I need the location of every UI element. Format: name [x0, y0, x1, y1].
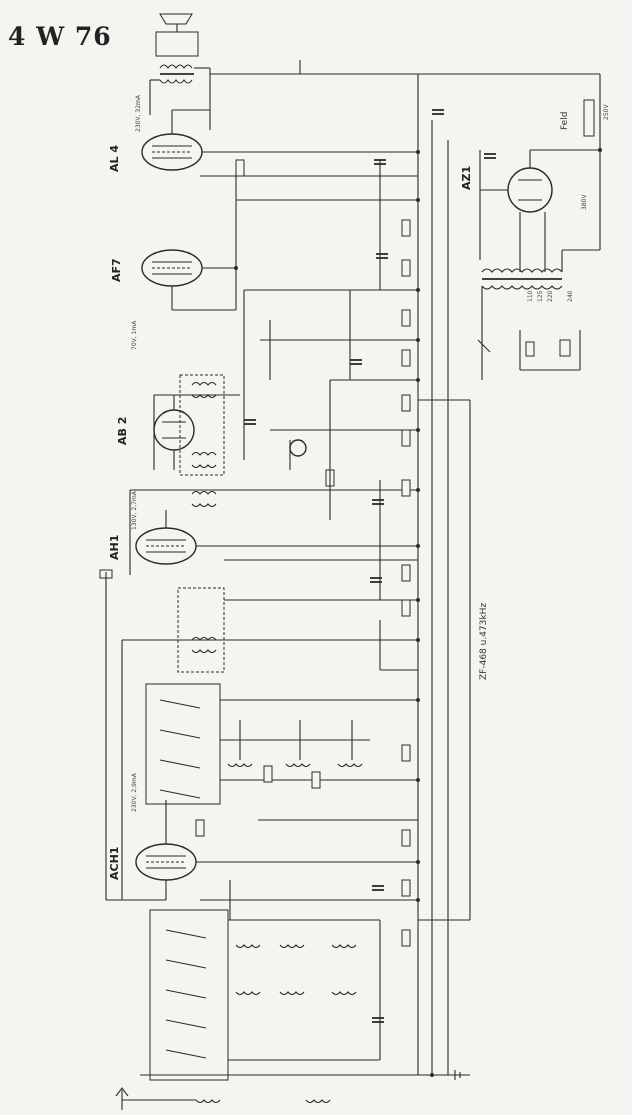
- tube-label-al4: AL 4: [108, 145, 121, 172]
- tube-label-ab2: AB 2: [116, 417, 129, 445]
- voltage-250-label: 250V: [603, 104, 610, 120]
- tube-ach1: [135, 800, 418, 900]
- tap-220: 220: [547, 290, 554, 302]
- tube-af7: [141, 199, 418, 311]
- antenna-input: [115, 1087, 196, 1110]
- ah1-voltage: 130V, 2,7mA: [131, 490, 138, 530]
- output-transformer: [149, 64, 211, 130]
- tube-ah1: [129, 489, 418, 575]
- mains-switch: [477, 286, 581, 380]
- if-transformer-1: [179, 374, 225, 476]
- input-coils: [149, 909, 381, 1104]
- field-coil: [583, 99, 595, 137]
- band-switch-section: [145, 683, 418, 805]
- oscillator-coils: [227, 720, 363, 768]
- tube-az1: [479, 149, 600, 260]
- page-title: 4 W 76: [8, 22, 112, 51]
- tap-240: 240: [567, 290, 574, 302]
- tap-125: 125: [537, 290, 544, 302]
- af7-voltage: 70V, 1mA: [131, 320, 138, 350]
- wiring: [105, 60, 418, 920]
- feld-label: Feld: [560, 112, 570, 130]
- power-transformer: [481, 212, 600, 290]
- if-frequency-label: ZF-468 u.473kHz: [479, 603, 489, 680]
- tube-al4: [141, 109, 418, 171]
- tube-label-af7: AF7: [110, 258, 123, 282]
- if-transformer-2: [177, 490, 225, 673]
- tube-label-ah1: AH1: [108, 535, 121, 560]
- capacitors: [244, 109, 496, 1023]
- al4-voltage: 230V, 32mA: [135, 94, 142, 132]
- voltage-380-label: 380V: [581, 194, 588, 210]
- tap-110: 110: [527, 290, 534, 302]
- tube-label-ach1: ACH1: [108, 847, 121, 880]
- junctions: [234, 148, 602, 1077]
- loudspeaker: [155, 13, 199, 57]
- tube-label-az1: AZ1: [460, 166, 473, 190]
- tube-ab2: [153, 394, 240, 470]
- ach1-voltage: 230V, 2,9mA: [131, 772, 138, 812]
